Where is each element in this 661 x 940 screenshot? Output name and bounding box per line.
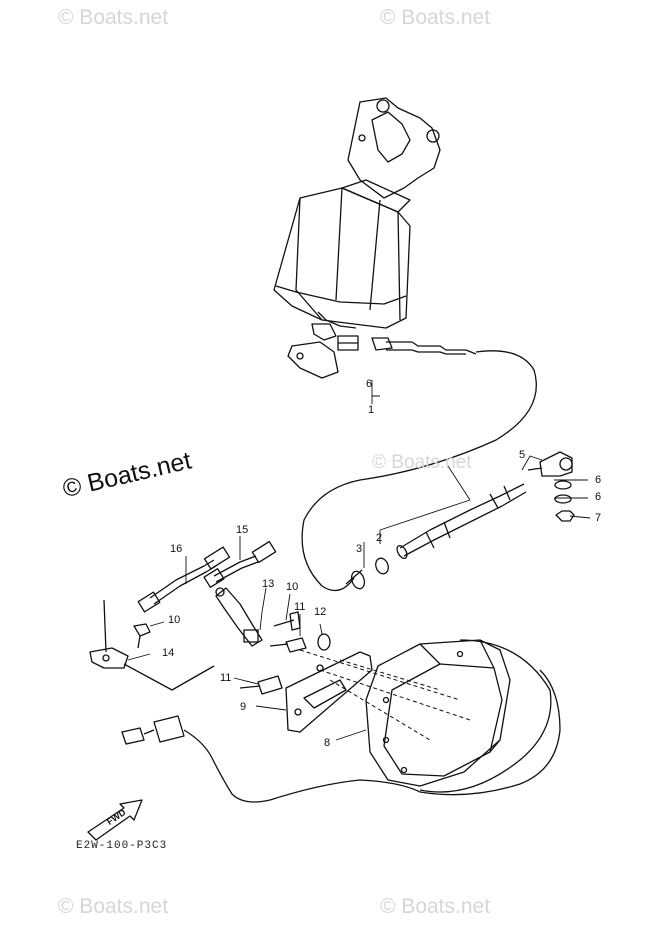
cable-16 <box>137 546 231 613</box>
dashed-guides <box>299 649 471 741</box>
nut-7 <box>555 510 575 522</box>
washer-6b <box>554 494 572 504</box>
callout-14: 14 <box>162 647 175 659</box>
mounting-plate-9 <box>285 651 373 733</box>
steering-column-housing <box>273 97 441 379</box>
callout-10a: 10 <box>286 581 299 593</box>
callout-11a: 11 <box>294 601 306 613</box>
watermark-top-right: © Boats.net <box>380 6 491 29</box>
callout-16: 16 <box>170 543 183 555</box>
lever-13 <box>215 587 263 647</box>
control-box-8 <box>365 639 552 793</box>
washer-6a <box>554 480 572 490</box>
callout-9: 9 <box>240 701 247 713</box>
watermark-bottom-left: © Boats.net <box>58 895 169 918</box>
callout-7: 7 <box>595 512 602 524</box>
callout-11b: 11 <box>220 672 232 684</box>
callout-15: 15 <box>236 524 249 536</box>
bushing-5 <box>337 335 393 351</box>
callout-3: 3 <box>356 543 363 555</box>
callout-1: 1 <box>368 404 375 416</box>
watermark-bottom-right: © Boats.net <box>380 895 491 918</box>
switch-14 <box>89 599 215 691</box>
callout-10b: 10 <box>168 614 181 626</box>
wire-harness <box>121 669 561 803</box>
watermark-center: © Boats.net <box>372 452 472 473</box>
callout-6b: 6 <box>595 491 602 503</box>
cable-assembly-1 <box>350 483 527 590</box>
watermark-top-left: © Boats.net <box>58 6 169 29</box>
callout-5: 6 <box>366 378 373 390</box>
callout-2: 2 <box>376 532 383 544</box>
bolt-11-upper <box>269 637 307 653</box>
fwd-arrow-icon <box>87 799 143 841</box>
leader-lines <box>127 380 591 741</box>
bolt-11-lower <box>239 675 283 695</box>
callout-6a: 6 <box>595 474 602 486</box>
callout-13: 13 <box>262 578 275 590</box>
cable-15 <box>203 540 277 588</box>
washer-12 <box>317 633 331 651</box>
callout-4: 5 <box>519 449 526 461</box>
ball-joint-4 <box>527 451 573 477</box>
callout-12: 12 <box>314 606 327 618</box>
diagram-code: E2W-100-P3C3 <box>76 840 168 852</box>
callout-8: 8 <box>324 737 331 749</box>
